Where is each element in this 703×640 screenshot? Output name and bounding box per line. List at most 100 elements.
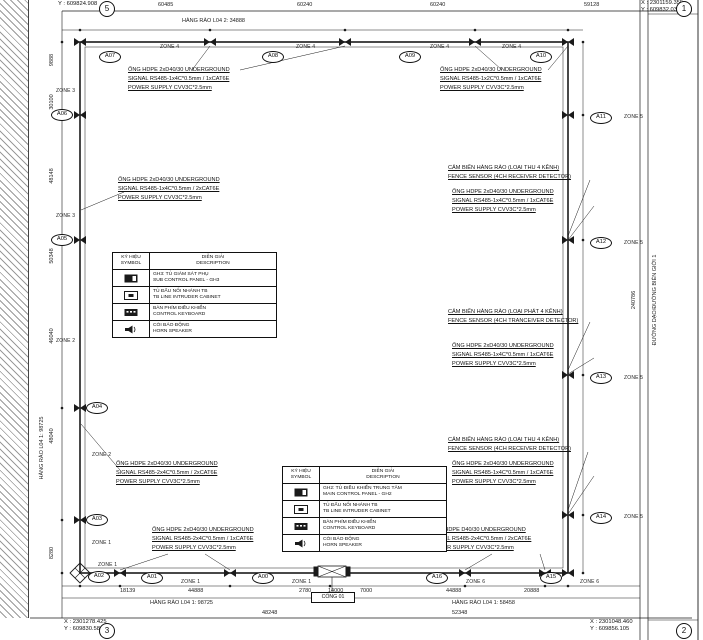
annotation-line: POWER SUPPLY CVV3C*2.5mm <box>116 479 200 485</box>
leader-line <box>567 179 591 237</box>
horn-icon <box>113 321 150 337</box>
dimension-label-rotated: 9888 <box>49 53 55 67</box>
cable-joint-symbol <box>74 516 86 524</box>
node-label-a06: A06 <box>51 109 73 121</box>
annotation-line: SIGNAL RS485-2x4C*0.5mm / 2xCAT6E <box>116 470 218 476</box>
dimension-tick <box>343 28 347 32</box>
leader-line <box>539 553 546 571</box>
cable-joint-symbol <box>74 38 86 46</box>
cable-joint-symbol <box>562 569 574 577</box>
zone-label: ZONE 6 <box>466 579 486 585</box>
annotation-line: SIGNAL RS485-1x4C*0.5mm / 1xCAT6E <box>452 198 554 204</box>
zone-label: ZONE 4 <box>296 44 316 50</box>
leader-line <box>567 357 595 375</box>
node-label-a15: A15 <box>540 572 562 584</box>
leader-line <box>204 553 231 571</box>
dimension-label-rotated: 240786 <box>631 290 637 310</box>
annotation-line: FENCE SENSOR (4CH RECEIVER DETECTOR) <box>448 446 571 452</box>
node-label-a16: A16 <box>426 572 448 584</box>
coordinate-label: X : 2301159.355 <box>641 0 684 6</box>
cable-joint-symbol <box>469 38 481 46</box>
annotation-line: ỐNG HDPE 2xD40/30 UNDERGROUND <box>440 67 542 73</box>
sub-panel-icon <box>113 270 150 286</box>
dimension-label-rotated: 30100 <box>49 94 55 110</box>
annotation-line: SIGNAL RS485-1x4C*0.5mm / 1xCAT6E <box>452 470 554 476</box>
cable-joint-symbol <box>339 38 351 46</box>
annotation-line: ỐNG HDPE 2xD40/30 UNDERGROUND <box>452 343 554 349</box>
dimension-tick <box>78 28 82 32</box>
annotation-line: ỐNG HDPE 2xD40/30 UNDERGROUND <box>116 461 218 467</box>
zone-label: ZONE 3 <box>56 88 76 94</box>
dimension-tick <box>566 584 570 588</box>
dimension-label: 14000 <box>328 588 344 594</box>
node-label-a07: A07 <box>99 51 121 63</box>
annotation-line: SIGNAL RS485-1x4C*0.5mm / 2xCAT6E <box>118 186 220 192</box>
dimension-tick <box>581 238 585 242</box>
tb-cabinet-icon <box>113 287 150 303</box>
annotation-line: CẢM BIẾN HÀNG RÀO (LOẠI THU 4 KÊNH) <box>448 165 560 171</box>
ann-left-lower-cable: ỐNG HDPE 2xD40/30 UNDERGROUND SIGNAL RS48… <box>116 460 218 487</box>
dimension-label-rotated: HÀNG RÀO L04 1: 98725 <box>39 416 45 480</box>
road-hatch-band <box>0 0 29 618</box>
dimension-label: 44888 <box>446 588 462 594</box>
coordinate-label: Y : 609832.035 <box>641 7 681 13</box>
dimension-tick <box>208 28 212 32</box>
node-label-a10: A10 <box>530 51 552 63</box>
annotation-line: POWER SUPPLY CVV3C*2.5mm <box>452 479 536 485</box>
leader-line <box>567 475 595 515</box>
zone-label: ZONE 4 <box>502 44 522 50</box>
annotation-line: SIGNAL RS485-1x4C*0.5mm / 1xCAT6E <box>452 352 554 358</box>
node-label-a02: A02 <box>88 571 110 583</box>
node-label-a14: A14 <box>590 512 612 524</box>
ann-right-sensor-tranceiver: CẢM BIẾN HÀNG RÀO (LOẠI PHÁT 4 KÊNH)FENC… <box>448 308 578 326</box>
dimension-label-rotated: ĐƯỜNG DẠO/ĐƯỜNG BIÊN GIỚI 1 <box>652 254 658 346</box>
cable-joint-symbol <box>74 236 86 244</box>
coordinate-label: X : 2301048.460 <box>590 619 633 625</box>
leader-line <box>191 45 211 71</box>
zone-label: ZONE 1 <box>292 579 312 585</box>
dimension-tick <box>118 584 122 588</box>
node-label-a01: A01 <box>141 572 163 584</box>
node-label-a05: A05 <box>51 234 73 246</box>
zone-label: ZONE 4 <box>160 44 180 50</box>
coordinate-label: Y : 609824.908 <box>58 1 98 7</box>
annotation-line: POWER SUPPLY CVV3C*2.5mm <box>452 207 536 213</box>
dimension-tick <box>566 28 570 32</box>
cable-joint-symbol <box>204 38 216 46</box>
annotation-line: POWER SUPPLY CVV3C*2.5mm <box>118 195 202 201</box>
annotation-line: POWER SUPPLY CVV3C*2.5mm <box>152 545 236 551</box>
dimension-label: HÀNG RÀO L04 1: 58458 <box>452 600 515 606</box>
dimension-label: 60240 <box>430 2 446 8</box>
dimension-tick <box>581 513 585 517</box>
dimension-tick <box>60 571 64 575</box>
dimension-tick <box>581 40 585 44</box>
annotation-line: ỐNG HDPE D40/30 UNDERGROUND <box>430 527 526 533</box>
annotation-line: POWER SUPPLY CVV3C*2.5mm <box>440 85 524 91</box>
dimension-label: 52348 <box>452 610 468 616</box>
coordinate-label: Y : 609830.580 <box>64 626 104 632</box>
dimension-label-rotated: 50348 <box>49 248 55 264</box>
annotation-line: SIGNAL RS485-2x4C*0.5mm / 2xCAT6E <box>430 536 532 542</box>
gate-label: CỔNG 01 <box>311 592 355 603</box>
zone-label: ZONE 1 <box>181 579 201 585</box>
annotation-line: POWER SUPPLY CVV3C*2.5mm <box>430 545 514 551</box>
tb-cabinet-icon <box>283 501 320 517</box>
dimension-label: 18139 <box>120 588 136 594</box>
dimension-label: 20888 <box>524 588 540 594</box>
leader-line <box>80 423 121 471</box>
